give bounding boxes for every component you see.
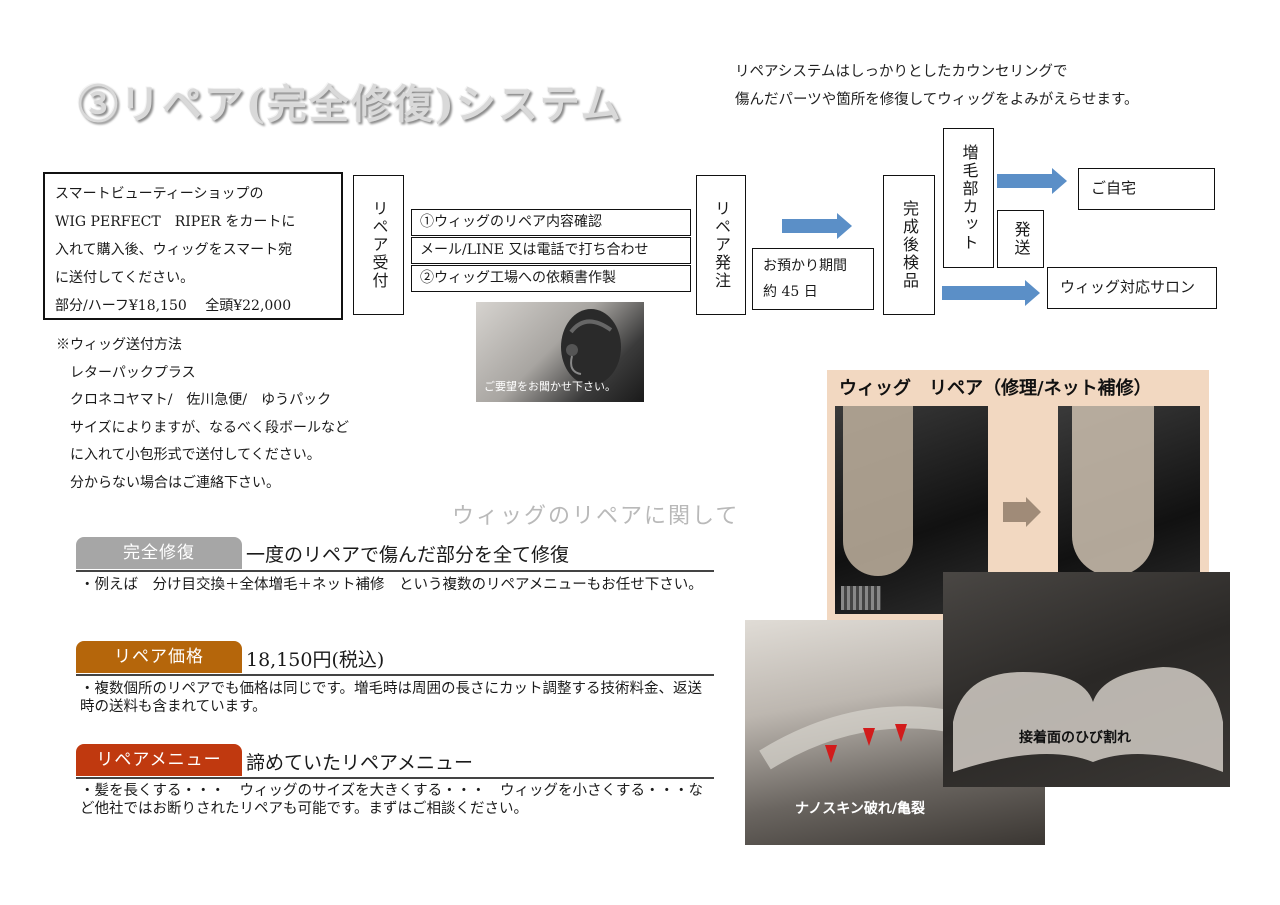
note-line: レターパックプラス <box>56 364 196 381</box>
intro-line: 傷んだパーツや箇所を修復してウィッグをよみがえらせます。 <box>735 92 1139 108</box>
lace-base <box>1072 406 1154 576</box>
page-title: ③リペア(完全修復)システム <box>78 81 623 128</box>
section-heading-menu: 諦めていたリペアメニュー <box>246 752 474 774</box>
photo-caption: ご要望をお聞かせ下さい。 <box>484 380 616 393</box>
repair-panel-title: ウィッグ リペア（修理/ネット補修） <box>839 378 1152 399</box>
section-tag-price: リペア価格 <box>76 641 242 673</box>
arrow-icon <box>782 213 852 239</box>
divider <box>76 777 714 779</box>
section-desc-menu: ・髪を長くする・・・ ウィッグのサイズを大きくする・・・ ウィッグを小さくする・… <box>80 783 704 817</box>
adhesive-band <box>953 667 1223 772</box>
section-tag-full-repair: 完全修復 <box>76 537 242 569</box>
divider <box>76 674 714 676</box>
step-request: ②ウィッグ工場への依頼書作製 <box>411 265 691 292</box>
step-meeting: メール/LINE 又は電話で打ち合わせ <box>411 237 691 264</box>
section-desc-price: ・複数個所のリペアでも価格は同じです。増毛時は周囲の長さにカット調整する技術料金… <box>80 681 703 715</box>
arrow-icon <box>997 168 1067 194</box>
divider <box>76 570 714 572</box>
period-box: お預かり期間 約 45 日 <box>752 248 874 310</box>
nanoskin-caption: ナノスキン破れ/亀裂 <box>795 801 925 817</box>
clip-icon <box>841 586 881 610</box>
cut-box: 増毛部カット <box>943 128 994 268</box>
arrow-right-icon <box>1003 497 1041 527</box>
section-tag-menu: リペアメニュー <box>76 744 242 776</box>
note-line: クロネコヤマト/ 佐川急便/ ゆうパック <box>56 392 332 408</box>
order-box: リペア発注 <box>696 175 746 315</box>
shipping-notes: ※ウィッグ送付方法 レターパックプラス クロネコヤマト/ 佐川急便/ ゆうパック… <box>56 332 349 497</box>
crack-photo: 接着面のひび割れ <box>943 572 1230 787</box>
headset-icon <box>561 309 621 385</box>
note-line: に入れて小包形式で送付してください。 <box>56 447 321 463</box>
purchase-line: WIG PERFECT RIPER をカートに <box>55 214 296 230</box>
lace-base <box>843 406 913 576</box>
period-label: お預かり期間 <box>763 258 847 274</box>
about-heading: ウィッグのリペアに関して <box>452 504 740 529</box>
note-line: ※ウィッグ送付方法 <box>56 337 182 353</box>
arrow-icon <box>942 280 1040 306</box>
section-heading-full-repair: 一度のリペアで傷んだ部分を全て修復 <box>246 544 570 566</box>
period-value: 約 45 日 <box>763 284 818 300</box>
intro-text: リペアシステムはしっかりとしたカウンセリングで 傷んだパーツや箇所を修復してウィ… <box>735 58 1139 114</box>
ship-box: 発送 <box>997 210 1044 268</box>
note-line: 分からない場合はご連絡下さい。 <box>56 474 280 491</box>
purchase-line: に送付してください。 <box>55 270 195 286</box>
salon-box: ウィッグ対応サロン <box>1047 267 1217 309</box>
note-line: サイズによりますが、なるべく段ボールなど <box>56 419 350 436</box>
crack-caption: 接着面のひび割れ <box>1019 730 1131 746</box>
section-desc-full-repair: ・例えば 分け目交換＋全体増毛＋ネット補修 という複数のリペアメニューもお任せ下… <box>80 577 703 593</box>
reception-box: リペア受付 <box>353 175 404 315</box>
inspection-box: 完成後検品 <box>883 175 935 315</box>
price-line: 部分/ハーフ¥18,150 全頭¥22,000 <box>55 298 292 314</box>
purchase-line: スマートビューティーショップの <box>55 186 264 202</box>
step-confirm: ①ウィッグのリペア内容確認 <box>411 209 691 236</box>
purchase-box: スマートビューティーショップの WIG PERFECT RIPER をカートに … <box>43 172 343 320</box>
intro-line: リペアシステムはしっかりとしたカウンセリングで <box>735 64 1068 80</box>
home-box: ご自宅 <box>1078 168 1215 210</box>
consultation-photo: ご要望をお聞かせ下さい。 <box>476 302 644 402</box>
purchase-line: 入れて購入後、ウィッグをスマート宛 <box>55 242 293 258</box>
section-heading-price: 18,150円(税込) <box>246 649 385 671</box>
